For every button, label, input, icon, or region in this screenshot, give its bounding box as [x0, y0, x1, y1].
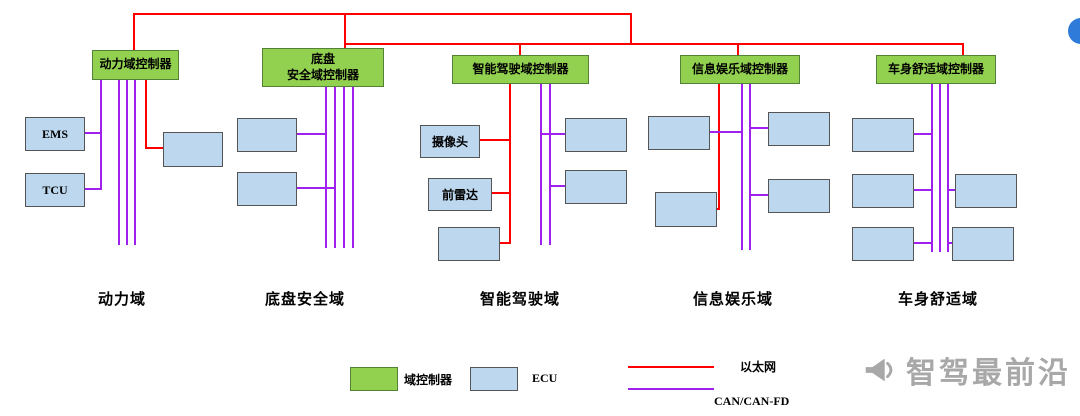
- can-line: [549, 82, 551, 245]
- can-line: [100, 78, 102, 190]
- ecu-tcu: TCU: [25, 173, 85, 207]
- can-line: [540, 133, 565, 135]
- ecu-box: [852, 227, 914, 261]
- ethernet-line: [498, 242, 509, 244]
- controller-label: 底盘: [310, 51, 335, 66]
- domain-label-intelligent-driving: 智能驾驶域: [479, 291, 561, 308]
- ecu-box: [655, 192, 717, 227]
- legend-ethernet-line: [628, 366, 714, 368]
- controller-body-comfort-domain: 车身舒适域控制器: [876, 55, 996, 84]
- can-line: [912, 189, 931, 191]
- can-line: [947, 82, 949, 252]
- watermark: 智驾最前沿: [860, 348, 1071, 392]
- ethernet-line: [630, 13, 632, 45]
- legend-controller-swatch: [350, 367, 398, 391]
- can-line: [118, 78, 120, 245]
- controller-chassis-safety-domain: 底盘 安全域控制器: [262, 48, 384, 87]
- can-line: [343, 85, 345, 248]
- can-line: [325, 85, 327, 248]
- controller-infotainment-domain: 信息娱乐域控制器: [680, 55, 800, 84]
- ecu-box: [768, 112, 830, 146]
- can-line: [134, 78, 136, 245]
- domain-label-chassis-safety: 底盘安全域: [264, 291, 346, 308]
- controller-intelligent-driving-domain: 智能驾驶域控制器: [452, 55, 589, 84]
- ecu-box: [852, 174, 914, 208]
- ecu-label: EMS: [41, 126, 68, 141]
- ethernet-line: [478, 139, 509, 141]
- ecu-box: [648, 116, 710, 150]
- can-line: [540, 82, 542, 245]
- ecu-box: [237, 172, 297, 206]
- domain-label-power: 动力域: [97, 291, 147, 308]
- can-line: [295, 187, 334, 189]
- ecu-label: 前雷达: [441, 188, 478, 202]
- ethernet-line: [718, 82, 720, 210]
- can-line: [83, 132, 100, 134]
- megaphone-icon: [865, 358, 893, 382]
- can-line: [749, 194, 768, 196]
- can-line: [741, 82, 743, 250]
- ethernet-line: [519, 43, 521, 55]
- ethernet-line: [715, 208, 720, 210]
- controller-power-domain: 动力域控制器: [92, 50, 179, 80]
- ecu-label: 摄像头: [431, 135, 468, 149]
- controller-label: 信息娱乐域控制器: [691, 61, 788, 76]
- can-line: [912, 133, 931, 135]
- legend-ecu-label: ECU: [532, 371, 558, 385]
- ethernet-line: [145, 78, 147, 149]
- ethernet-line: [344, 13, 346, 48]
- ethernet-bus-line: [344, 43, 964, 45]
- ecu-box: [952, 227, 1014, 261]
- can-line: [939, 82, 941, 252]
- can-line: [83, 188, 100, 190]
- can-line: [708, 131, 741, 133]
- ecu-ems: EMS: [25, 117, 85, 151]
- ecu-box: [852, 118, 914, 152]
- blue-dot-decoration: [1068, 18, 1080, 44]
- legend-can-line: [628, 388, 714, 390]
- legend-controller-label: 域控制器: [404, 373, 453, 387]
- legend-ecu-swatch: [470, 367, 518, 391]
- ethernet-bus-line: [133, 13, 632, 15]
- ethernet-line: [490, 192, 509, 194]
- can-line: [126, 78, 128, 245]
- can-line: [352, 85, 354, 248]
- ethernet-line: [962, 43, 964, 55]
- controller-label: 动力域控制器: [99, 57, 172, 72]
- ethernet-line: [737, 43, 739, 55]
- ecu-box: [768, 179, 830, 213]
- ecu-box: [565, 118, 627, 152]
- domain-label-body-comfort: 车身舒适域: [897, 291, 979, 308]
- watermark-text: 智驾最前沿: [906, 357, 1071, 390]
- ethernet-line: [509, 82, 511, 244]
- can-line: [947, 189, 955, 191]
- ecu-box: [163, 132, 223, 167]
- can-line: [749, 82, 751, 250]
- can-line: [931, 82, 933, 252]
- can-line: [549, 185, 565, 187]
- ecu-camera: 摄像头: [420, 125, 480, 158]
- controller-label: 车身舒适域控制器: [887, 61, 984, 76]
- ecu-box: [237, 118, 297, 152]
- can-line: [912, 242, 931, 244]
- legend-can-label: CAN/CAN-FD: [714, 394, 790, 408]
- ethernet-line: [133, 13, 135, 50]
- ethernet-line: [145, 147, 165, 149]
- ecu-box: [955, 174, 1017, 208]
- ecu-box: [438, 227, 500, 261]
- ecu-front-radar: 前雷达: [428, 178, 492, 211]
- controller-label: 安全域控制器: [286, 67, 359, 82]
- domain-label-infotainment: 信息娱乐域: [692, 291, 774, 308]
- ecu-box: [565, 170, 627, 204]
- legend-ethernet-label: 以太网: [740, 360, 777, 374]
- can-line: [947, 242, 952, 244]
- can-line: [749, 127, 768, 129]
- can-line: [295, 133, 325, 135]
- can-line: [334, 85, 336, 248]
- controller-label: 智能驾驶域控制器: [472, 61, 569, 76]
- ecu-label: TCU: [42, 182, 68, 197]
